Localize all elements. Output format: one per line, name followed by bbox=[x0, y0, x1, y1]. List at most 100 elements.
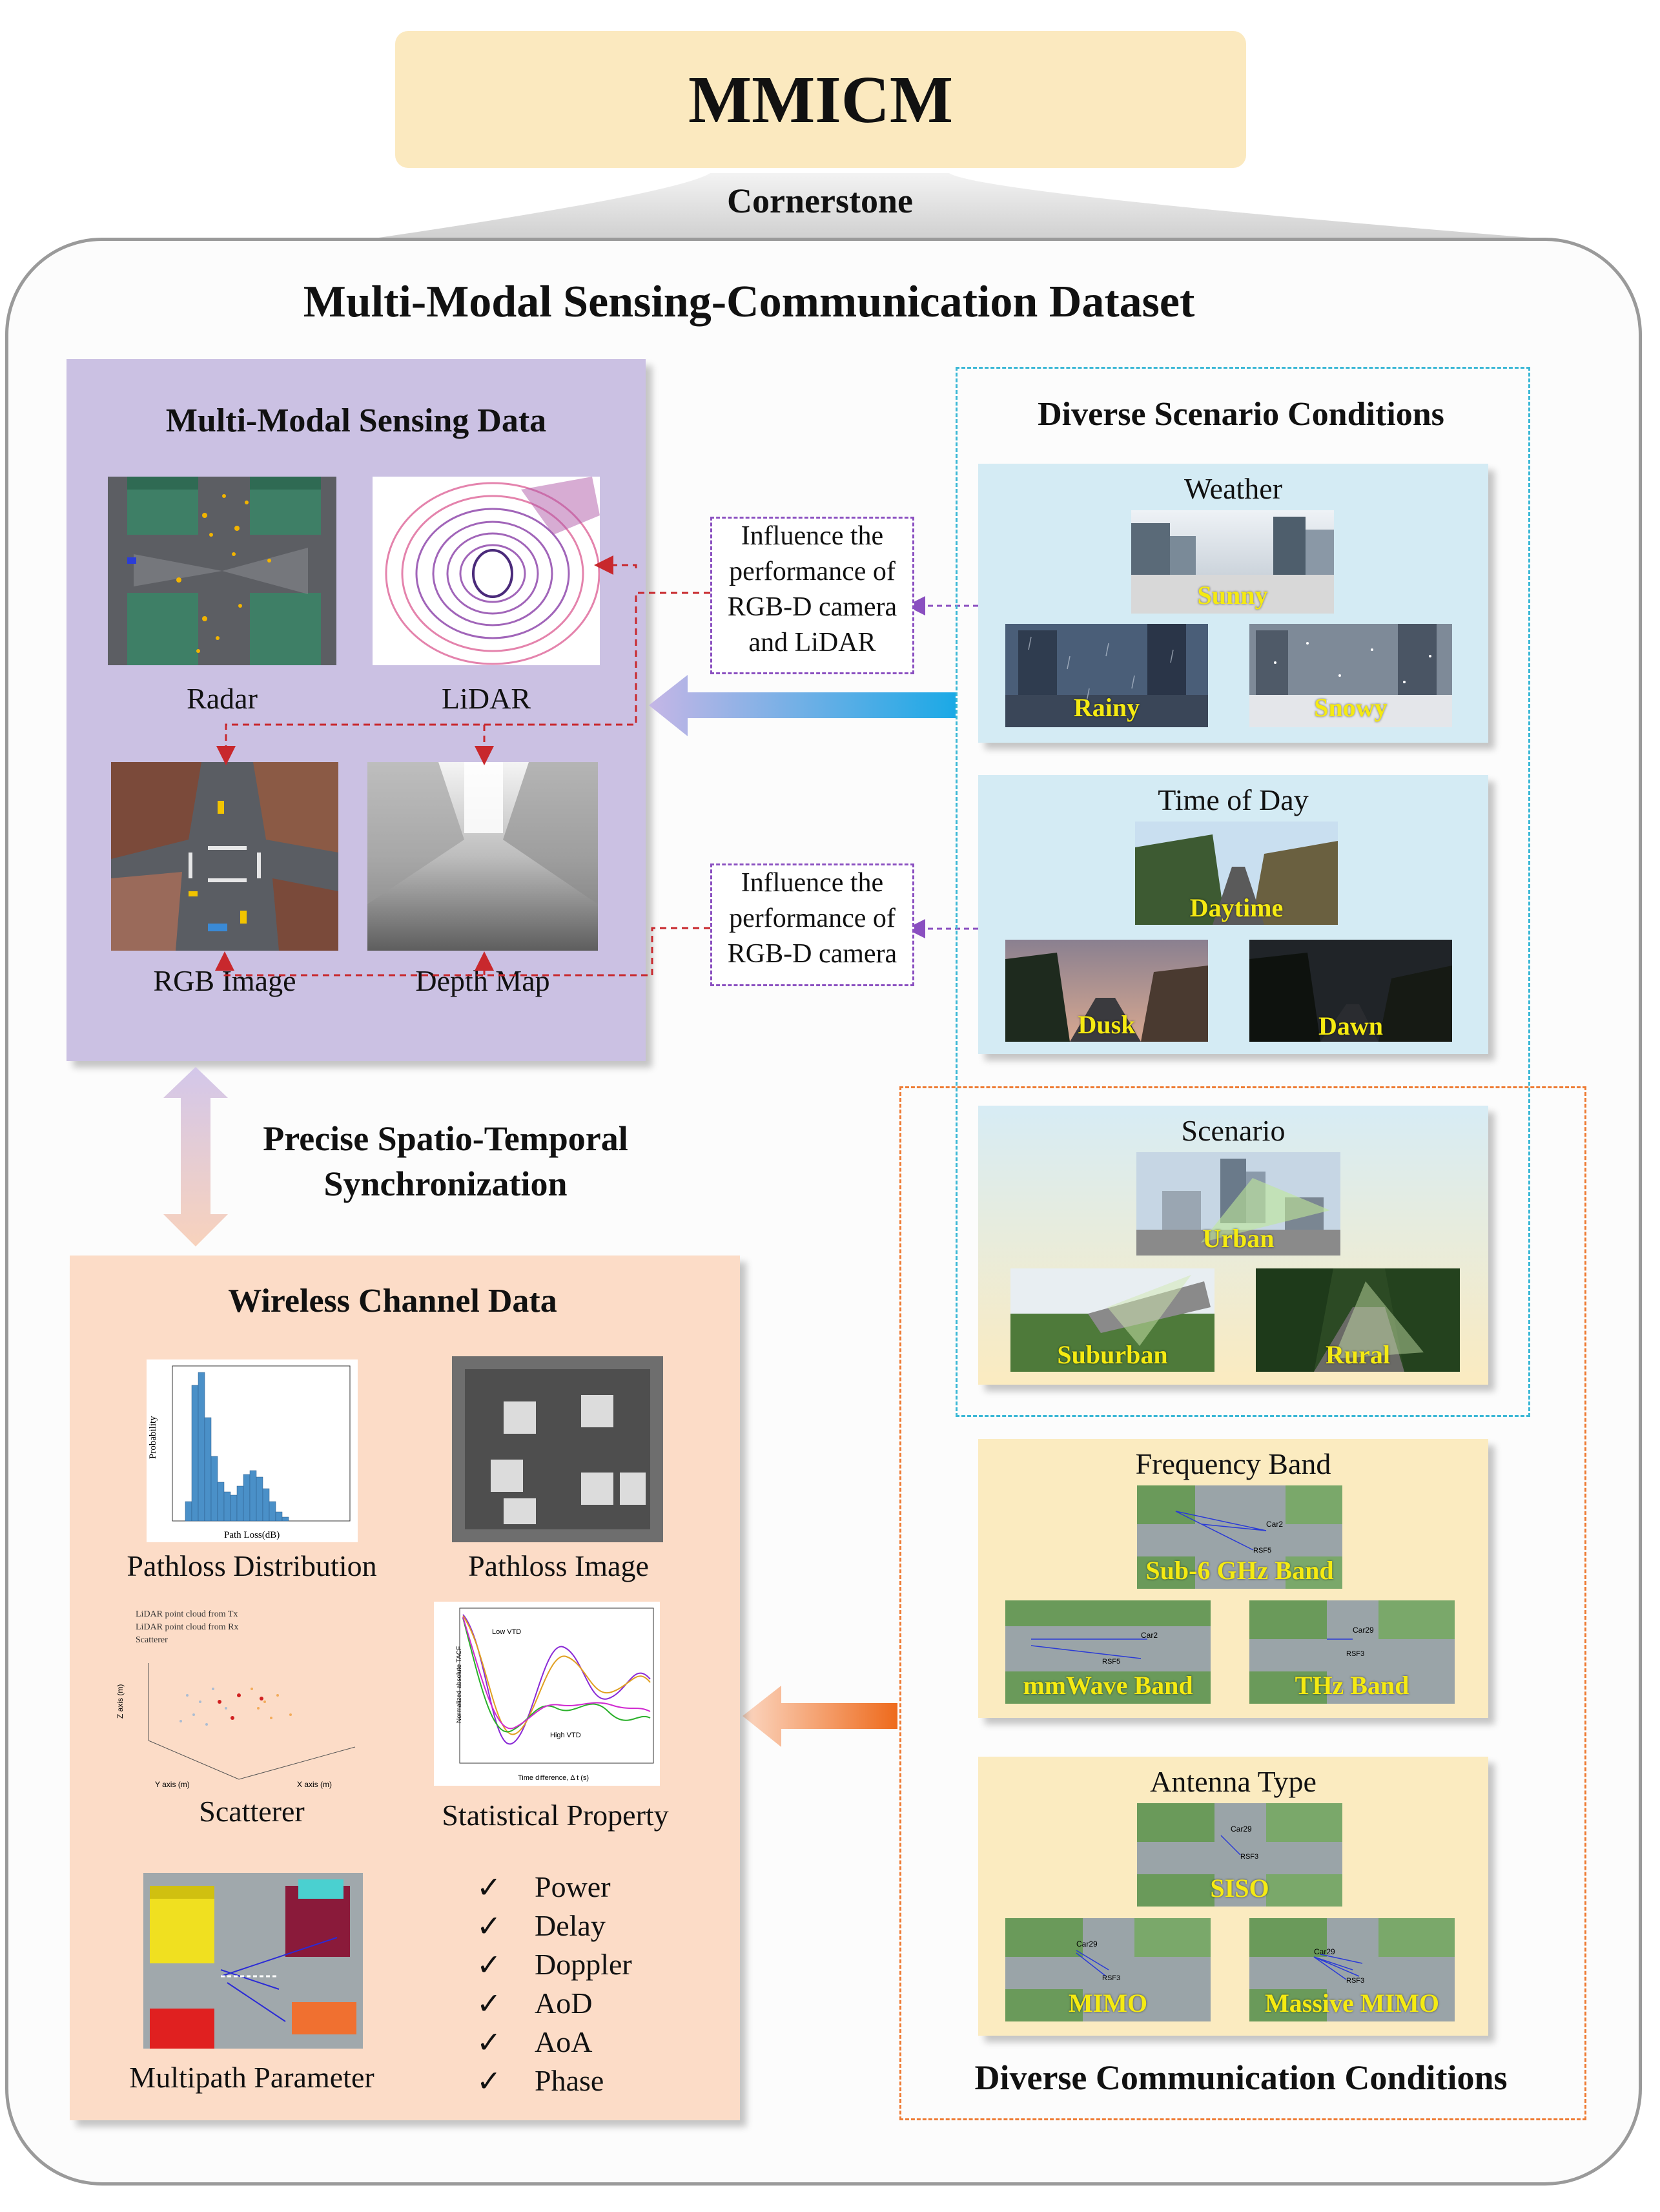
scatter-y-label: Y axis (m) bbox=[155, 1780, 190, 1789]
statistical-property-label: Statistical Property bbox=[442, 1799, 669, 1832]
dusk-image: Dusk bbox=[1005, 940, 1208, 1042]
scatterer-label: Scatterer bbox=[199, 1795, 305, 1828]
influence-weather-line: performance of bbox=[729, 557, 896, 586]
antenna-type-box: Antenna Type Car29 RSF3 SISO Car29 RSF3 … bbox=[978, 1757, 1488, 2036]
multipath-image bbox=[143, 1873, 363, 2049]
property-label: AoD bbox=[535, 1987, 593, 2020]
dawn-tag: Dawn bbox=[1318, 1011, 1384, 1040]
car2-label: Car2 bbox=[1141, 1631, 1158, 1640]
sync-line: Synchronization bbox=[323, 1164, 568, 1203]
sync-line: Precise Spatio-Temporal bbox=[263, 1119, 628, 1158]
radar-image bbox=[108, 477, 336, 665]
massive-mimo-tag: Massive MIMO bbox=[1265, 1989, 1439, 2018]
dawn-image: Dawn bbox=[1249, 940, 1452, 1042]
scatter-legend-rx: LiDAR point cloud from Rx bbox=[136, 1622, 238, 1632]
scatter-z-label: Z axis (m) bbox=[116, 1684, 125, 1719]
car29-label: Car29 bbox=[1231, 1824, 1252, 1834]
scatter-legend-tx: LiDAR point cloud from Tx bbox=[136, 1609, 238, 1619]
multipath-parameter-label: Multipath Parameter bbox=[129, 2061, 374, 2094]
stat-ylabel: Normalized absolute TACF bbox=[456, 1646, 463, 1723]
time-of-day-title: Time of Day bbox=[1158, 783, 1309, 816]
mimo-image: Car29 RSF3 MIMO bbox=[1005, 1918, 1211, 2021]
property-label: AoA bbox=[535, 2025, 593, 2058]
comm-conditions-title: Diverse Communication Conditions bbox=[974, 2058, 1508, 2097]
sub6-image: Car2 RSF5 Sub-6 GHz Band bbox=[1137, 1485, 1342, 1589]
frequency-band-title: Frequency Band bbox=[1135, 1447, 1331, 1480]
lidar-image bbox=[373, 477, 600, 665]
siso-image: Car29 RSF3 SISO bbox=[1137, 1803, 1342, 1907]
pathloss-image-label: Pathloss Image bbox=[468, 1549, 649, 1582]
weather-title: Weather bbox=[1184, 472, 1283, 505]
suburban-tag: Suburban bbox=[1057, 1340, 1168, 1369]
rsf3-label: RSF3 bbox=[1346, 1977, 1364, 1985]
car2-label: Car2 bbox=[1266, 1520, 1283, 1529]
scatter-x-label: X axis (m) bbox=[297, 1780, 332, 1789]
rsf3-label: RSF3 bbox=[1240, 1853, 1258, 1861]
check-icon: ✓ bbox=[476, 1987, 502, 2020]
snowy-image: Snowy bbox=[1249, 624, 1452, 727]
property-label: Phase bbox=[535, 2064, 604, 2097]
influence-weather-line: RGB-D camera bbox=[727, 592, 897, 622]
sync-text: Precise Spatio-Temporal Synchronization bbox=[229, 1116, 662, 1206]
dusk-tag: Dusk bbox=[1078, 1010, 1136, 1039]
pathloss-histogram: Probability Path Loss(dB) bbox=[147, 1359, 358, 1542]
influence-weather-line: and LiDAR bbox=[748, 628, 876, 657]
scatter-legend-scatterer: Scatterer bbox=[136, 1635, 168, 1645]
daytime-image: Daytime bbox=[1135, 822, 1338, 925]
car29-label: Car29 bbox=[1353, 1626, 1374, 1635]
pathloss-image bbox=[452, 1356, 663, 1542]
property-label: Doppler bbox=[535, 1948, 632, 1981]
scenario-title: Scenario bbox=[1181, 1114, 1286, 1147]
high-vtd-label: High VTD bbox=[550, 1731, 581, 1739]
sensing-title: Multi-Modal Sensing Data bbox=[165, 402, 547, 439]
thz-tag: THz Band bbox=[1295, 1671, 1409, 1700]
siso-tag: SISO bbox=[1210, 1874, 1269, 1903]
sunny-tag: Sunny bbox=[1197, 581, 1268, 610]
sub6-tag: Sub-6 GHz Band bbox=[1145, 1556, 1334, 1585]
sunny-image: Sunny bbox=[1131, 510, 1334, 614]
check-icon: ✓ bbox=[476, 2065, 502, 2098]
rsf5-label: RSF5 bbox=[1102, 1658, 1120, 1666]
rgb-image bbox=[111, 762, 338, 951]
scenario-conditions-title: Diverse Scenario Conditions bbox=[1038, 396, 1444, 433]
rural-tag: Rural bbox=[1326, 1340, 1390, 1369]
influence-weather-box: Influence the performance of RGB-D camer… bbox=[710, 517, 914, 674]
time-of-day-box: Time of Day Daytime Dusk Dawn bbox=[978, 775, 1488, 1054]
low-vtd-label: Low VTD bbox=[492, 1628, 521, 1636]
hist-xlabel: Path Loss(dB) bbox=[224, 1530, 280, 1540]
antenna-type-title: Antenna Type bbox=[1150, 1765, 1317, 1798]
cornerstone-label: Cornerstone bbox=[727, 181, 913, 220]
massive-mimo-image: Car29 RSF3 Massive MIMO bbox=[1249, 1918, 1455, 2021]
influence-time-line: RGB-D camera bbox=[727, 939, 897, 969]
dataset-title: Multi-Modal Sensing-Communication Datase… bbox=[303, 277, 1195, 327]
car29-label: Car29 bbox=[1076, 1939, 1098, 1948]
property-label: Power bbox=[535, 1870, 611, 1903]
lidar-label: LiDAR bbox=[442, 682, 531, 715]
car29-label: Car29 bbox=[1314, 1947, 1335, 1956]
title-box bbox=[395, 31, 1246, 168]
mmwave-tag: mmWave Band bbox=[1023, 1671, 1193, 1700]
pathloss-distribution-label: Pathloss Distribution bbox=[127, 1549, 377, 1582]
snowy-tag: Snowy bbox=[1314, 693, 1388, 722]
influence-time-line: performance of bbox=[729, 904, 896, 933]
wireless-title: Wireless Channel Data bbox=[228, 1283, 557, 1319]
stat-xlabel: Time difference, Δ t (s) bbox=[518, 1774, 589, 1782]
influence-time-box: Influence the performance of RGB-D camer… bbox=[710, 863, 914, 986]
comm-conditions-frame bbox=[899, 1086, 1586, 2120]
daytime-tag: Daytime bbox=[1189, 893, 1284, 922]
check-icon: ✓ bbox=[476, 2026, 502, 2059]
rsf3-label: RSF3 bbox=[1346, 1650, 1364, 1658]
mmwave-image: Car2 RSF5 mmWave Band bbox=[1005, 1600, 1211, 1704]
rsf3-label: RSF3 bbox=[1102, 1974, 1120, 1982]
frequency-band-box: Frequency Band Car2 RSF5 Sub-6 GHz Band … bbox=[978, 1439, 1488, 1718]
rainy-image: Rainy bbox=[1005, 624, 1208, 727]
suburban-image: Suburban bbox=[1010, 1268, 1214, 1372]
cornerstone-wedge bbox=[362, 173, 1563, 240]
statistical-plot: Low VTD High VTD Time difference, Δ t (s… bbox=[434, 1602, 660, 1786]
scenario-conditions-frame bbox=[956, 367, 1530, 1417]
urban-image: Urban bbox=[1136, 1152, 1340, 1256]
main-title: MMICM bbox=[688, 63, 954, 137]
check-icon: ✓ bbox=[476, 1871, 502, 1904]
